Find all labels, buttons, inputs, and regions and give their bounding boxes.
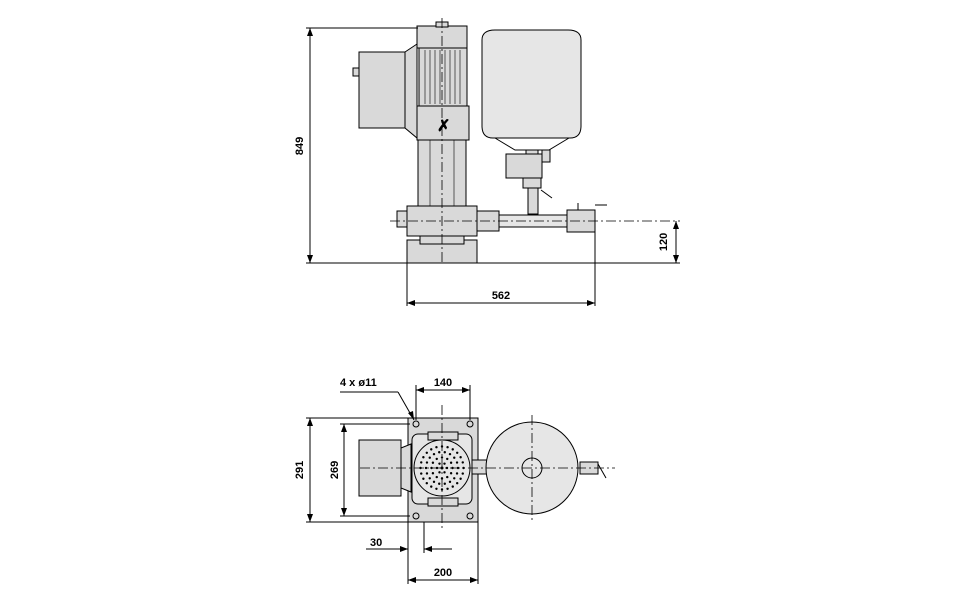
fan-hole [425,482,428,485]
fan-hole [438,462,441,465]
fan-hole [446,457,449,461]
fan-hole [425,461,429,464]
fan-hole [435,475,438,479]
dim-offset-label: 30 [370,537,382,549]
fan-hole [453,477,456,480]
fan-hole [461,461,464,464]
fan-hole [435,487,438,490]
dim-base-width-label: 200 [434,567,452,579]
fan-hole [438,471,441,474]
riser-pipe [527,187,539,215]
fan-hole [451,448,454,451]
pressure-tank [481,29,582,139]
fan-hole [446,446,449,449]
mount-hole [412,512,420,520]
motor-fins [424,50,461,104]
fan-hole [420,472,423,475]
fan-hole [449,472,453,475]
fan-hole [443,482,446,485]
fan-hole [425,472,429,475]
fan-hole [448,452,452,456]
fan-hole [451,485,454,488]
control-box [358,51,406,129]
fan-hole [430,466,433,470]
fan-hole [430,448,433,451]
mount-hole [466,512,474,520]
fan-hole [446,475,449,479]
control-box-knob [352,67,360,77]
side-view: ✗ 849 [294,18,680,306]
fan-hole [453,456,456,459]
fan-hole [428,456,431,459]
dim-height-label: 849 [294,137,306,155]
motor-body [418,47,468,107]
fan-hole [425,451,428,454]
fan-hole [459,456,462,459]
fan-hole [448,480,452,484]
terminal-box-bottom [427,497,459,507]
dim-depth-inner-label: 269 [329,461,341,479]
fan-hole [455,472,459,475]
fan-hole [430,485,433,488]
top-view: 140 4 x ø11 291 269 30 200 [294,377,615,584]
fan-hole [422,456,425,459]
pressure-switch [505,153,543,179]
fan-hole [455,461,459,464]
fan-hole [459,477,462,480]
dim-depth-outer-label: 291 [294,461,306,479]
mount-hole [412,420,420,428]
fan-hole [424,466,428,470]
fan-hole [431,461,435,464]
fan-hole [440,488,444,491]
valve-body [522,177,542,189]
fan-hole [443,471,446,474]
dim-holes-label: 4 x ø11 [340,377,377,389]
fan-hole [456,451,459,454]
logo-mark: ✗ [437,118,450,135]
fan-hole [432,480,436,484]
mount-hole [466,420,474,428]
pump-adapter [416,105,470,141]
fan-hole [446,487,449,490]
dim-hole-spacing-label: 140 [434,377,452,389]
fan-hole [449,461,453,464]
dim-width-label: 562 [492,290,510,302]
fan-hole [440,456,444,459]
control-box-bracket [404,43,418,140]
fan-hole [435,457,438,461]
fan-hole [461,472,464,475]
fan-hole [438,451,441,454]
inlet-flange [396,210,408,228]
dim-inlet-height-label: 120 [658,233,670,251]
valve-lever [540,189,553,199]
pressure-gauge [541,149,551,163]
fan-hole [435,446,438,449]
terminal-box-top [427,431,459,441]
fan-hole [432,452,436,456]
fan-hole [443,462,446,465]
fan-hole [438,482,441,485]
fan-hole [420,461,423,464]
fan-hole [422,477,425,480]
fan-hole [443,451,446,454]
fan-hole [431,472,435,475]
fan-hole [456,482,459,485]
fan-hole [428,477,431,480]
